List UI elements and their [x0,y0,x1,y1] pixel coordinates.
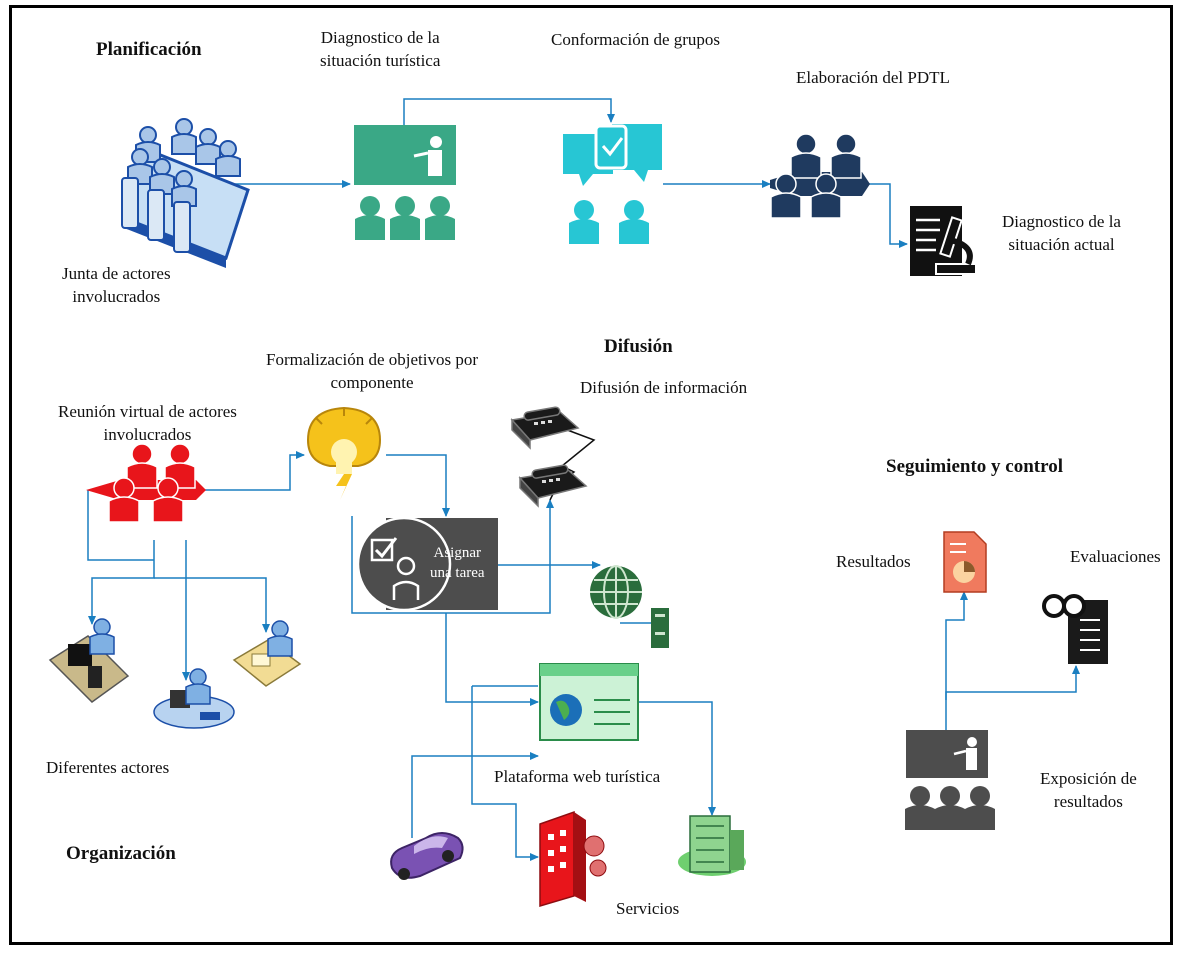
red-people-icon [86,443,206,523]
presentation-gray-icon [905,730,995,830]
arrow-presentation-to-groups [403,98,615,125]
arrow-car-to-platform [411,752,539,838]
label-junta: Junta de actores involucrados [62,264,171,306]
report-chart-icon [943,531,987,593]
diagram-frame [9,5,1173,945]
globe-icon [590,565,642,619]
arrow-idea-to-task [386,454,450,517]
server-icon [651,608,669,648]
evaluation-glasses-icon [1042,594,1108,664]
web-platform-icon [539,663,639,741]
label-reunion: Reunión virtual de actores involucrados [58,402,237,444]
label-evaluaciones: Evaluaciones [1070,547,1161,566]
arrow-to-actor-1 [88,540,155,625]
team-icon [770,133,870,219]
label-difusion-info: Difusión de información [580,378,748,397]
arrow-to-evaluaciones [945,665,1080,730]
telephone-icon [510,406,588,508]
label-exposicion: Exposición de resultados [1040,769,1137,811]
heading-planificacion: Planificación [96,39,202,60]
label-diagnostico-turistica: Diagnostico de la situación turística [320,28,441,70]
label-diferentes: Diferentes actores [46,758,170,777]
line-reunion-down [87,490,154,561]
label-resultados: Resultados [836,552,911,571]
arrow-platform-to-hotel [471,686,539,861]
arrow-platform-to-building [635,701,716,816]
label-plataforma: Plataforma web turística [494,767,661,786]
label-conformacion: Conformación de grupos [551,30,721,49]
car-icon [390,832,464,880]
heading-difusion: Difusión [604,336,673,357]
arrow-to-actor-3 [154,577,270,633]
task-box-outline [351,499,554,614]
computer-user-icon [48,618,302,729]
chat-check-icon [563,124,662,244]
building-icon [678,815,746,876]
arrow-to-resultados [945,591,968,700]
label-formalizacion: Formalización de objetivos por component… [266,350,478,392]
task-icon [356,516,498,612]
presentation-icon [354,125,456,240]
meeting-icon [121,118,250,268]
heading-organizacion: Organización [66,843,176,864]
document-microscope-icon [910,206,977,276]
arrow-task-to-platform [445,613,539,706]
arrow-reunion-to-idea [205,451,305,491]
label-asignar: Asignar una tarea [430,545,485,581]
label-elaboracion: Elaboración del PDTL [796,68,950,87]
heading-seguimiento: Seguimiento y control [886,456,1063,477]
label-servicios: Servicios [616,899,680,918]
label-diagnostico-actual: Diagnostico de la situación actual [1002,212,1121,254]
arrow-team-to-diagnosis [866,183,908,248]
idea-bulb-icon [306,406,382,500]
hotel-icon [539,810,607,908]
